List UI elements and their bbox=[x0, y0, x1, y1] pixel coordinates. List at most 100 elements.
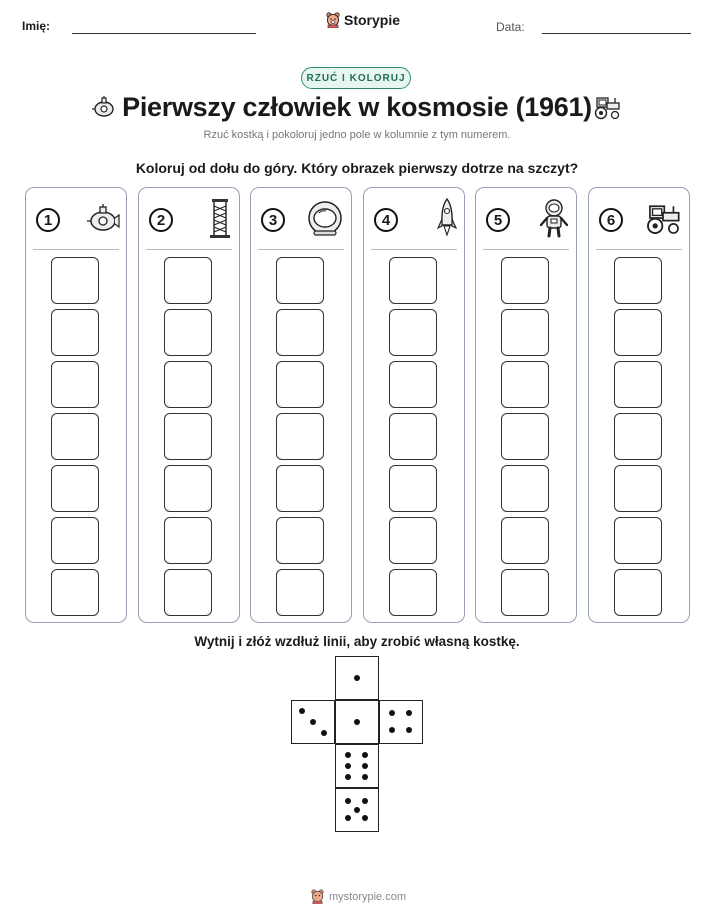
color-cell[interactable] bbox=[276, 569, 324, 616]
coloring-instruction: Koloruj od dołu do góry. Który obrazek p… bbox=[135, 160, 579, 176]
column-header: 2 bbox=[149, 198, 233, 243]
column-number: 2 bbox=[149, 208, 173, 232]
column-number: 6 bbox=[599, 208, 623, 232]
dice-column-1: 1 bbox=[25, 187, 127, 623]
color-cell[interactable] bbox=[614, 309, 662, 356]
color-cell[interactable] bbox=[614, 257, 662, 304]
dice-column-6: 6 bbox=[588, 187, 690, 623]
column-divider bbox=[596, 249, 682, 250]
column-number: 1 bbox=[36, 208, 60, 232]
dice-face-1 bbox=[335, 656, 379, 700]
brand-logo: Storypie bbox=[326, 12, 400, 28]
dice-pip bbox=[362, 773, 369, 780]
column-number: 3 bbox=[261, 208, 285, 232]
color-cell[interactable] bbox=[51, 569, 99, 616]
dice-pip bbox=[344, 773, 351, 780]
color-cell[interactable] bbox=[51, 257, 99, 304]
color-cell[interactable] bbox=[164, 569, 212, 616]
rocket-icon bbox=[436, 197, 458, 243]
bear-logo-icon bbox=[326, 12, 340, 28]
color-cell[interactable] bbox=[276, 257, 324, 304]
dice-face-4 bbox=[379, 700, 423, 744]
dice-pip bbox=[320, 729, 327, 736]
dice-column-2: 2 bbox=[138, 187, 240, 623]
column-header: 1 bbox=[36, 200, 120, 240]
color-cell[interactable] bbox=[51, 309, 99, 356]
color-cell[interactable] bbox=[389, 517, 437, 564]
column-header: 5 bbox=[486, 198, 570, 243]
column-divider bbox=[146, 249, 232, 250]
launch-tower-icon bbox=[207, 198, 233, 243]
color-cell[interactable] bbox=[164, 257, 212, 304]
color-cell[interactable] bbox=[501, 413, 549, 460]
dice-face-1 bbox=[335, 700, 379, 744]
dice-pip bbox=[344, 815, 351, 822]
color-cell[interactable] bbox=[276, 465, 324, 512]
color-cell[interactable] bbox=[501, 361, 549, 408]
dice-pip bbox=[406, 709, 413, 716]
color-cell[interactable] bbox=[389, 309, 437, 356]
color-cell[interactable] bbox=[501, 569, 549, 616]
color-cell[interactable] bbox=[501, 465, 549, 512]
dice-pip bbox=[353, 674, 360, 681]
column-header: 4 bbox=[374, 197, 458, 243]
color-cell[interactable] bbox=[276, 309, 324, 356]
bear-logo-icon bbox=[311, 889, 324, 904]
color-cell[interactable] bbox=[276, 413, 324, 460]
date-line[interactable] bbox=[542, 33, 691, 34]
dice-pip bbox=[353, 718, 360, 725]
color-cell[interactable] bbox=[164, 309, 212, 356]
column-divider bbox=[371, 249, 457, 250]
color-cell[interactable] bbox=[614, 413, 662, 460]
color-cell[interactable] bbox=[164, 465, 212, 512]
color-cell[interactable] bbox=[389, 569, 437, 616]
dice-pip bbox=[309, 718, 316, 725]
page-subtitle: Rzuć kostką i pokoloruj jedno pole w kol… bbox=[203, 129, 511, 141]
color-cell[interactable] bbox=[501, 309, 549, 356]
footer: mystorypie.com bbox=[311, 889, 406, 904]
column-divider bbox=[258, 249, 344, 250]
footer-url[interactable]: mystorypie.com bbox=[329, 890, 407, 903]
astronaut-icon bbox=[538, 198, 570, 243]
color-cell[interactable] bbox=[614, 465, 662, 512]
color-cell[interactable] bbox=[51, 361, 99, 408]
color-cell[interactable] bbox=[389, 413, 437, 460]
color-cell[interactable] bbox=[389, 361, 437, 408]
activity-badge: RZUĆ I KOLORUJ bbox=[301, 67, 411, 89]
color-cell[interactable] bbox=[51, 413, 99, 460]
color-cell[interactable] bbox=[614, 361, 662, 408]
astronaut-helmet-icon bbox=[305, 200, 345, 241]
page-title: Pierwszy człowiek w kosmosie (1961) bbox=[122, 92, 592, 122]
column-divider bbox=[483, 249, 569, 250]
name-line[interactable] bbox=[72, 33, 256, 34]
color-cell[interactable] bbox=[51, 517, 99, 564]
color-cell[interactable] bbox=[614, 517, 662, 564]
color-cell[interactable] bbox=[276, 517, 324, 564]
dice-column-4: 4 bbox=[363, 187, 465, 623]
dice-column-5: 5 bbox=[475, 187, 577, 623]
color-cell[interactable] bbox=[164, 361, 212, 408]
color-cell[interactable] bbox=[164, 413, 212, 460]
dice-pip bbox=[344, 751, 351, 758]
color-cell[interactable] bbox=[614, 569, 662, 616]
dice-column-3: 3 bbox=[250, 187, 352, 623]
color-cell[interactable] bbox=[389, 257, 437, 304]
color-cell[interactable] bbox=[164, 517, 212, 564]
color-cell[interactable] bbox=[501, 517, 549, 564]
dice-face-3 bbox=[291, 700, 335, 744]
color-cell[interactable] bbox=[389, 465, 437, 512]
column-divider bbox=[33, 249, 119, 250]
brand-name: Storypie bbox=[344, 12, 401, 28]
column-header: 6 bbox=[599, 200, 683, 240]
column-number: 4 bbox=[374, 208, 398, 232]
color-cell[interactable] bbox=[276, 361, 324, 408]
dice-pip bbox=[406, 727, 413, 734]
dice-pip bbox=[388, 727, 395, 734]
color-cell[interactable] bbox=[501, 257, 549, 304]
tractor-icon bbox=[594, 97, 620, 120]
dice-pip bbox=[362, 751, 369, 758]
name-label: Imię: bbox=[22, 19, 51, 33]
color-cell[interactable] bbox=[51, 465, 99, 512]
submarine-icon bbox=[92, 96, 114, 117]
dice-face-6 bbox=[335, 744, 379, 788]
